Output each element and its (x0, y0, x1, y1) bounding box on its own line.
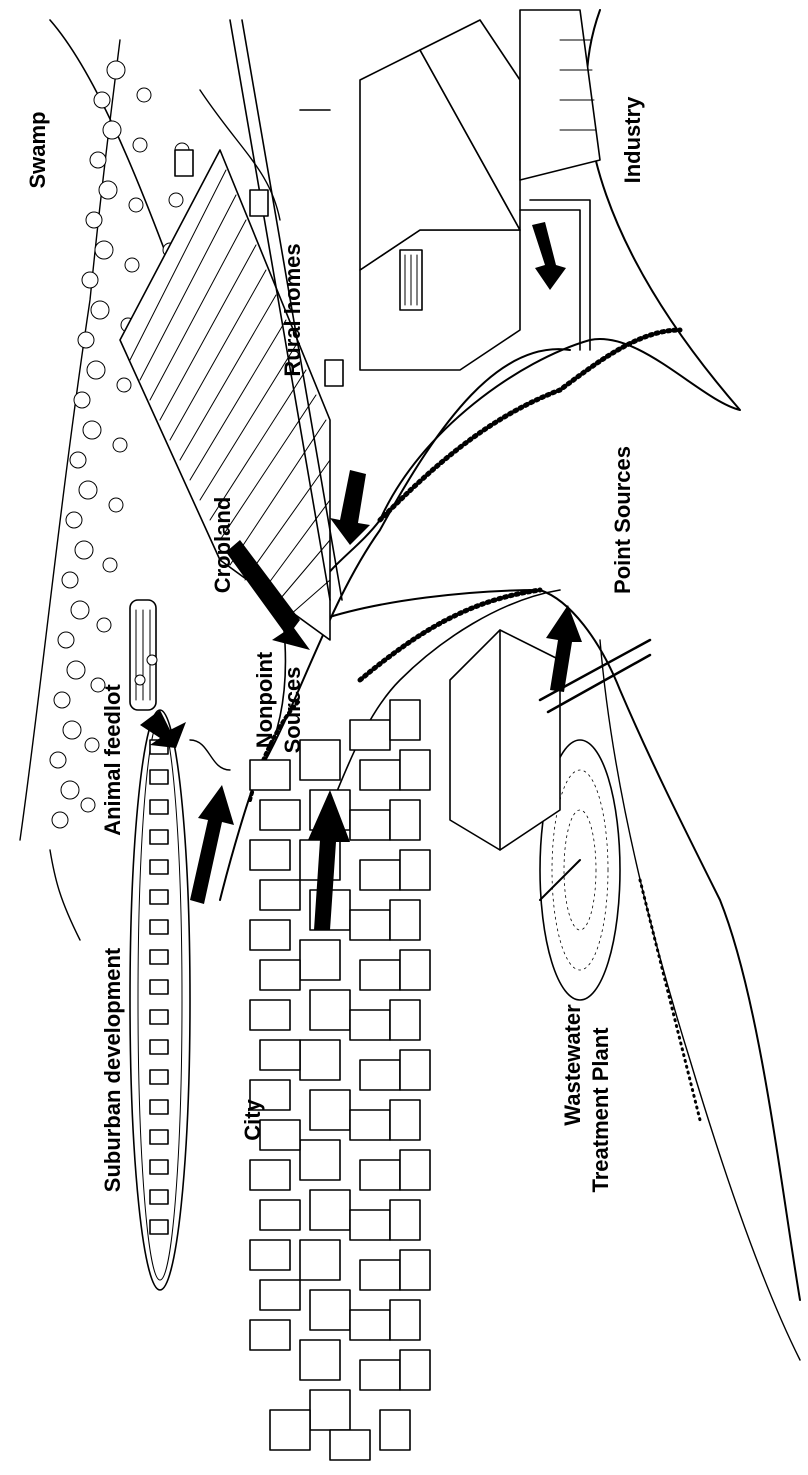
label-city: City (240, 1098, 265, 1140)
arrow-suburban (190, 785, 234, 904)
label-nonpoint: Nonpoint (252, 651, 277, 748)
label-sources: Sources (280, 667, 305, 754)
label-industry: Industry (620, 96, 645, 184)
city (250, 700, 430, 1460)
label-suburban-development: Suburban development (100, 947, 125, 1192)
arrow-rural (330, 470, 370, 545)
near-shore-line (600, 640, 800, 1360)
left-shore-line (50, 850, 80, 940)
arrow-industry (532, 222, 566, 290)
label-wastewater: Wastewater (560, 1004, 585, 1126)
label-rural-homes: Rural homes (280, 243, 305, 376)
label-point-sources-upper: Point Sources (610, 446, 635, 594)
wastewater-treatment-plant (450, 630, 650, 1000)
label-treatment-plant: Treatment Plant (588, 1027, 613, 1193)
label-swamp: Swamp (25, 111, 50, 188)
label-cropland: Cropland (210, 497, 235, 594)
industry-plant (300, 10, 600, 370)
animal-feedlot (130, 600, 157, 710)
label-animal-feedlot: Animal feedlot (100, 684, 125, 836)
